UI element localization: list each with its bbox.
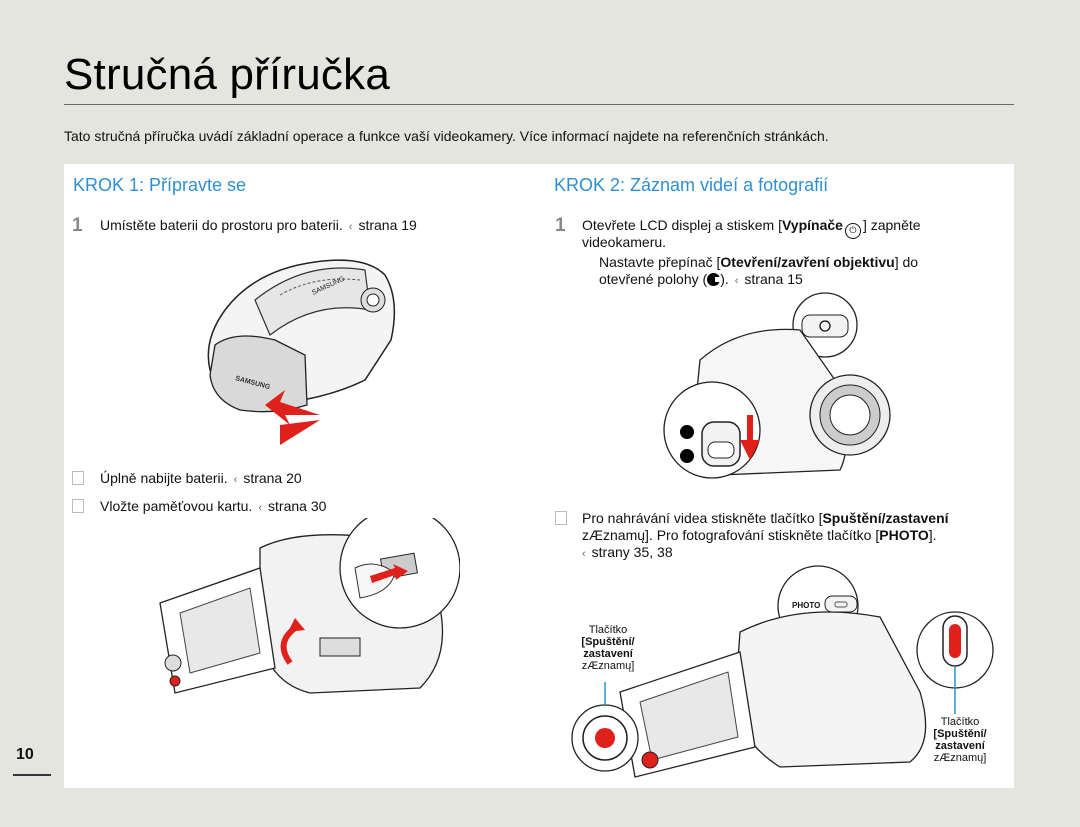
step2-item3-line2: zÆznamų]. Pro fotografování stiskněte tl… xyxy=(582,527,937,544)
reference-arrow-icon: ‹ xyxy=(233,474,238,486)
record-button-label: Spuštění/zastavení xyxy=(822,510,949,526)
step1-item3-text: Vložte paměťovou kartu. xyxy=(100,498,253,514)
step1-item1: Umístěte baterii do prostoru pro baterii… xyxy=(100,217,417,236)
lens-cover-switch-label: Otevření/zavření objektivu xyxy=(720,254,895,270)
record-button-callout-left: Tlačítko [Spuštění/ zastavení zÆznamų] xyxy=(581,624,635,672)
intro-text: Tato stručná příručka uvádí základní ope… xyxy=(64,128,829,144)
lens-open-icon xyxy=(707,273,722,286)
step2-item1-number: 1 xyxy=(555,215,566,236)
record-button-icon xyxy=(949,624,961,658)
step2-item2-line1: Nastavte přepínač [Otevření/zavření obje… xyxy=(599,254,918,271)
step2-item2-text: Nastavte přepínač [ xyxy=(599,254,721,270)
insert-arrow-icon xyxy=(370,564,408,583)
reference-arrow-icon: ‹ xyxy=(734,275,739,287)
step2-item2-line2: otevřené polohy (). ‹ strana 15 xyxy=(599,271,803,290)
step2-item3-ref: strany 35, 38 xyxy=(591,544,673,560)
step1-item3: Vložte paměťovou kartu. ‹ strana 30 xyxy=(100,498,326,517)
record-buttons-illustration: PHOTO xyxy=(571,565,994,778)
photo-button-label: PHOTO xyxy=(879,527,929,543)
bullet-box-icon xyxy=(72,471,84,485)
bullet-box-icon xyxy=(72,499,84,513)
step2-item3-text-end: ]. xyxy=(928,527,937,543)
step2-item1-text: Otevřete LCD displej a stiskem [ xyxy=(582,217,782,233)
step1-item2-ref: strana 20 xyxy=(243,470,302,486)
step2-item3-line1: Pro nahrávání videa stiskněte tlačítko [… xyxy=(582,510,949,527)
record-button-icon xyxy=(595,728,615,748)
step1-item1-number: 1 xyxy=(72,215,83,236)
page-number-rule xyxy=(13,774,51,776)
lens-cover-illustration xyxy=(663,292,891,479)
step1-title: KROK 1: Přípravte se xyxy=(73,175,247,195)
step1-item1-text: Umístěte baterii do prostoru pro baterii… xyxy=(100,217,343,233)
power-icon xyxy=(819,320,831,332)
step2-item3-line3: ‹ strany 35, 38 xyxy=(582,544,673,563)
step2-item2-open-text: otevřené polohy ( xyxy=(599,271,708,287)
photo-label: PHOTO xyxy=(792,601,820,610)
step1-item1-ref: strana 19 xyxy=(358,217,417,233)
reference-arrow-icon: ‹ xyxy=(348,221,353,233)
step1-item2-text: Úplně nabijte baterii. xyxy=(100,470,228,486)
page-number: 10 xyxy=(16,746,34,763)
step2-title: KROK 2: Záznam videí a fotografií xyxy=(554,175,829,195)
reference-arrow-icon: ‹ xyxy=(582,548,586,560)
step1-item3-ref: strana 30 xyxy=(268,498,327,514)
slide-down-arrow-icon xyxy=(747,415,753,443)
reference-arrow-icon: ‹ xyxy=(258,502,263,514)
step2-item3-text-2: zÆznamų]. Pro fotografování stiskněte tl… xyxy=(582,527,880,543)
record-button-callout-right: Tlačítko [Spuštění/ zastavení zÆznamų] xyxy=(933,716,987,764)
step1-item2: Úplně nabijte baterii. ‹ strana 20 xyxy=(100,470,302,489)
lens-closed-icon xyxy=(680,449,694,463)
title-divider xyxy=(64,104,1014,105)
power-icon: ⏻ xyxy=(844,223,861,239)
step2-item2-text-end: ] do xyxy=(894,254,919,270)
memory-card-illustration xyxy=(159,518,460,694)
page-title: Stručná příručka xyxy=(64,50,391,99)
bullet-box-icon xyxy=(555,511,567,525)
step2-item1-line1: Otevřete LCD displej a stiskem [Vypínače… xyxy=(582,217,921,239)
step2-item2-ref: strana 15 xyxy=(744,271,803,287)
battery-insert-illustration: SAMSUNG SAMSUNG xyxy=(207,259,396,445)
step2-item2-close-paren: ). xyxy=(720,271,729,287)
step2-item1-line2: videokameru. xyxy=(582,234,667,250)
power-switch-label: Vypínače xyxy=(781,217,843,233)
step2-item3-text: Pro nahrávání videa stiskněte tlačítko [ xyxy=(582,510,823,526)
lens-open-icon xyxy=(680,425,694,439)
insert-arrow-icon xyxy=(265,390,320,425)
step2-item1-text-end: ] zapněte xyxy=(862,217,921,233)
